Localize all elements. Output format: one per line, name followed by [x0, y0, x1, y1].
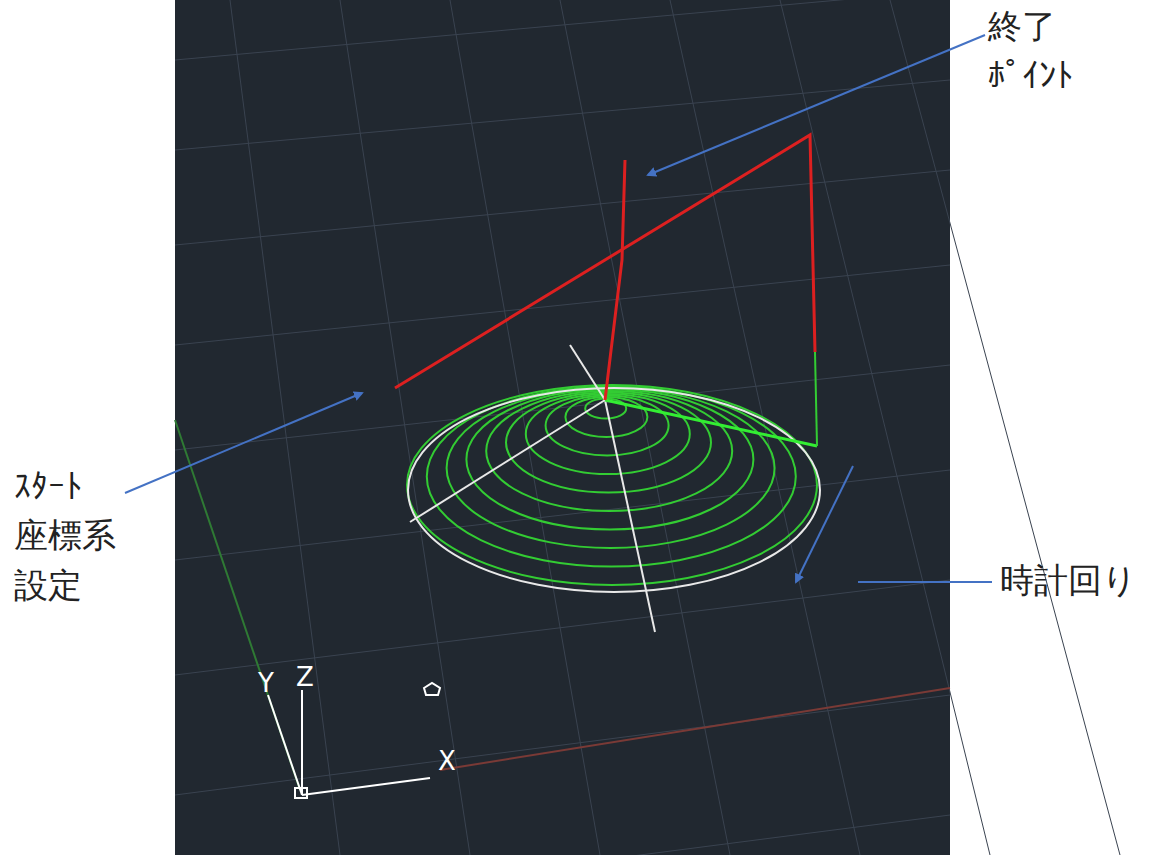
rim-ellipse: [408, 388, 820, 592]
grid: [175, 0, 1120, 855]
axis-label: Z: [296, 664, 314, 690]
leader-lines: [125, 35, 992, 582]
clockwise-label: 時計回り: [1000, 556, 1137, 605]
cone-ribs: [410, 345, 655, 632]
start-rib: [605, 400, 817, 446]
viewport: [175, 0, 950, 855]
x-axis-line: [440, 688, 950, 770]
ucs-icon: [268, 683, 440, 798]
end-point-label: 終了 ﾎﾟｲﾝﾄ: [988, 2, 1073, 101]
tool-path: [395, 135, 815, 400]
green-riser: [815, 352, 817, 446]
axis-label: X: [438, 748, 456, 774]
axis-label: Y: [258, 670, 274, 696]
start-ucs-label: ｽﾀｰﾄ 座標系 設定: [14, 462, 116, 610]
